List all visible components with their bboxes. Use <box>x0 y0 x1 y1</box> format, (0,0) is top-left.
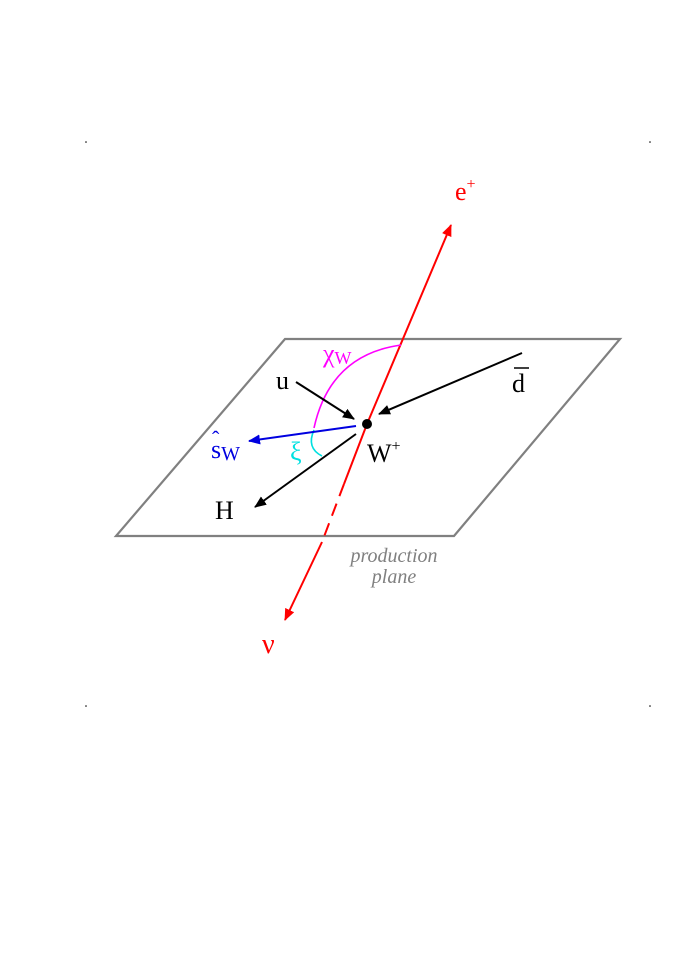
anti-down-quark-arrow <box>378 352 523 415</box>
spin-vector-arrow <box>248 425 357 445</box>
neutrino-axis-solid <box>343 423 368 485</box>
production-plane <box>113 337 623 538</box>
production-plane-label-line2: plane <box>370 566 417 588</box>
xi-angle-label: ξ <box>290 437 302 466</box>
higgs-label: H <box>215 496 234 525</box>
spin-vector-label-sub: W <box>221 443 240 465</box>
spin-vector-hat: ˆ <box>212 426 220 451</box>
higgs-arrow <box>254 433 357 508</box>
w-vertex-dot <box>362 419 372 429</box>
corner-mark-top-right <box>649 141 651 143</box>
production-plane-label-line1: production <box>348 545 437 567</box>
up-quark-arrow <box>295 381 355 420</box>
anti-down-quark-label: d <box>512 369 525 398</box>
w-boson-label: W+ <box>367 438 401 468</box>
neutrino-label: ν <box>262 629 275 660</box>
neutrino-axis-dashed <box>321 483 345 543</box>
chi-angle-arc <box>313 344 402 429</box>
chi-angle-label-sub: W <box>335 348 352 368</box>
xi-angle-arc <box>310 429 323 457</box>
positron-label: e+ <box>455 176 476 206</box>
corner-mark-bottom-left <box>85 705 87 707</box>
positron-label-sup: + <box>467 176 476 193</box>
chi-angle-label: χW <box>322 339 352 368</box>
neutrino-arrow <box>284 541 323 621</box>
positron-arrow <box>366 224 452 425</box>
corner-mark-top-left <box>85 141 87 143</box>
up-quark-label: u <box>276 366 289 395</box>
corner-mark-bottom-right <box>649 705 651 707</box>
w-boson-label-sup: + <box>392 438 401 455</box>
spin-vector-label: sW <box>211 435 240 465</box>
